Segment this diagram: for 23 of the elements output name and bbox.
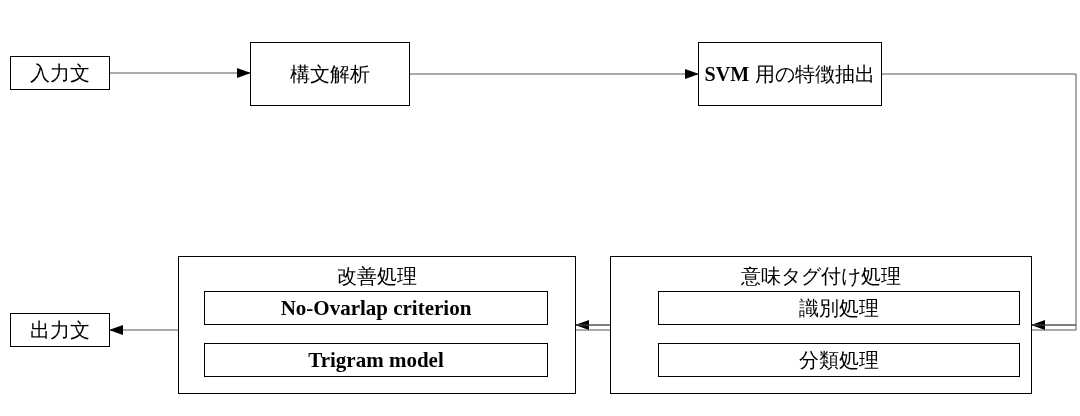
process-box xyxy=(204,343,548,377)
box-label: 分類処理 xyxy=(798,348,880,372)
process-box xyxy=(204,291,548,325)
box-label: 構文解析 xyxy=(289,62,371,86)
arrow xyxy=(109,68,251,78)
process-box xyxy=(658,291,1020,325)
box-label: SVM 用の特徴抽出 xyxy=(703,62,877,86)
group-heading: 改善処理 xyxy=(336,264,418,288)
arrow xyxy=(409,69,699,79)
box-label: Trigram model xyxy=(307,348,445,372)
process-box xyxy=(698,42,882,106)
group-box xyxy=(178,256,576,394)
box-label: 識別処理 xyxy=(798,296,880,320)
arrow xyxy=(881,73,1077,330)
group-heading: 意味タグ付け処理 xyxy=(740,264,902,288)
box-label: 入力文 xyxy=(29,61,91,85)
box-label: No-Ovarlap criterion xyxy=(279,296,473,320)
process-box xyxy=(658,343,1020,377)
group-box xyxy=(610,256,1032,394)
box-label: 出力文 xyxy=(29,318,91,342)
process-box xyxy=(250,42,410,106)
output-box xyxy=(10,313,110,347)
input-box xyxy=(10,56,110,90)
